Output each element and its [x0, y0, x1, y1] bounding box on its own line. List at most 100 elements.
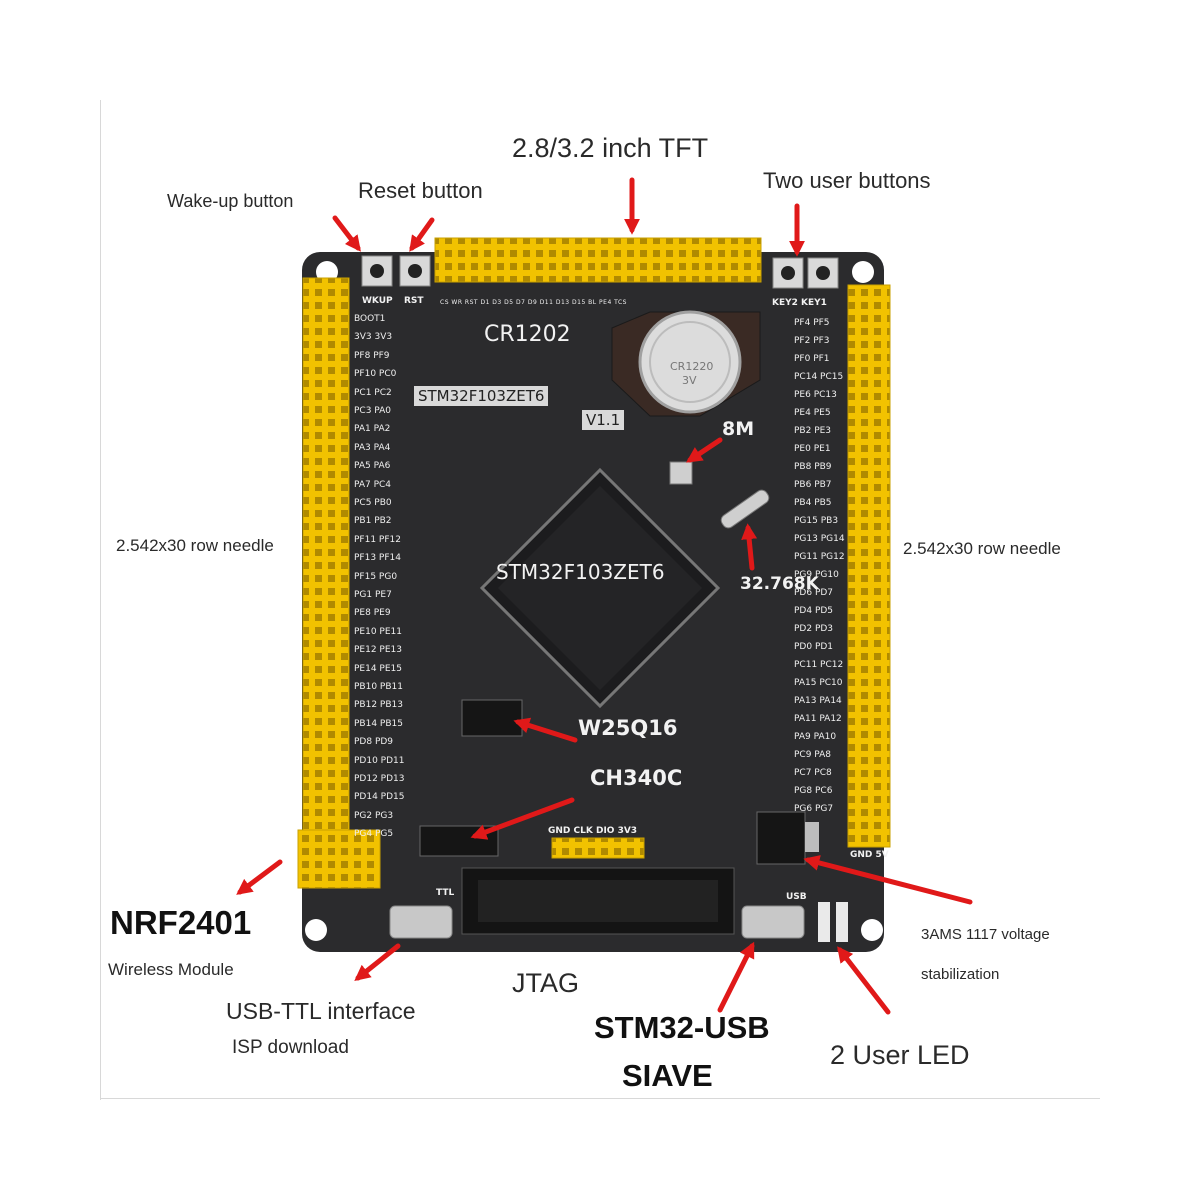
pin-label: PF2 PF3: [794, 336, 830, 346]
ams-label-1: 3AMS 1117 voltage: [921, 926, 1050, 943]
crystal-32k-part: [720, 489, 770, 529]
cr1202-label: CR1202: [484, 322, 571, 347]
silk-key: KEY2 KEY1: [772, 298, 827, 308]
pin-label: PB8 PB9: [794, 462, 832, 472]
silk-wkup: WKUP: [362, 296, 393, 306]
pin-label: PE4 PE5: [794, 408, 831, 418]
user-led-1: [818, 902, 830, 942]
main-mcu-chip: [479, 467, 721, 709]
crystal-8m-label: 8M: [722, 418, 755, 440]
nrf-label: NRF2401: [110, 904, 252, 941]
usb-slave-port: [741, 905, 805, 939]
usb-ttl-port: [389, 905, 453, 939]
frame-left-line: [100, 100, 101, 1100]
pin-label: PC7 PC8: [794, 768, 832, 778]
pin-label: PA11 PA12: [794, 714, 842, 724]
pin-label: PE14 PE15: [354, 663, 402, 674]
usb-ttl-label: USB-TTL interface: [226, 998, 416, 1024]
pin-label: PA13 PA14: [794, 696, 842, 706]
frame-bottom-line: [100, 1098, 1100, 1099]
stm-usb-label-1: STM32-USB: [594, 1010, 770, 1045]
key1-button-part: [807, 257, 839, 289]
battery-text: CR1220: [670, 360, 714, 373]
nrf-header: [297, 829, 381, 889]
flash-chip-part: [461, 699, 523, 737]
pin-label: PG1 PE7: [354, 590, 392, 600]
wakeup-button-part: [361, 255, 393, 287]
row-right-label: 2.542x30 row needle: [903, 539, 1061, 558]
pin-label: BOOT1: [354, 314, 386, 324]
pin-label: PD4 PD5: [794, 606, 834, 616]
pin-label: PE8 PE9: [354, 608, 391, 619]
pin-label: PB10 PB11: [354, 682, 403, 692]
wakeup-label: Wake-up button: [167, 191, 294, 211]
jtag-label: JTAG: [512, 968, 579, 998]
pin-label: PG15 PB3: [794, 516, 839, 526]
pin-label: PD14 PD15: [354, 792, 405, 803]
silk-swd: GND CLK DIO 3V3: [548, 826, 638, 836]
pin-label: PF11 PF12: [354, 534, 401, 545]
stm-usb-label-2: SIAVE: [622, 1058, 713, 1093]
pin-label: PG8 PC6: [794, 786, 833, 796]
crystal-8m-part: [669, 461, 693, 485]
left-pin-header: [302, 277, 350, 839]
pin-label: PE12 PE13: [354, 645, 402, 656]
pin-label: PC9 PA8: [794, 750, 832, 760]
pin-label: PF13 PF14: [354, 553, 401, 564]
annotation-arrows: [236, 177, 973, 1015]
pin-label: PF15 PG0: [354, 571, 398, 582]
pin-label: PA5 PA6: [354, 461, 391, 472]
pin-label: PA7 PC4: [354, 479, 392, 490]
wireless-label: Wireless Module: [108, 960, 234, 979]
reset-button-part: [399, 255, 431, 287]
pin-label: PA3 PA4: [354, 442, 391, 453]
pin-label: PE0 PE1: [794, 444, 831, 454]
pin-label: 3V3 3V3: [354, 332, 393, 343]
usb-chip-label: CH340C: [590, 766, 683, 790]
pin-label: PA9 PA10: [794, 732, 837, 742]
pin-label: PB4 PB5: [794, 498, 832, 508]
tft-label: 2.8/3.2 inch TFT: [512, 133, 709, 163]
tft-pin-labels: CS WR RST D1 D3 D5 D7 D9 D11 D13 D15 BL …: [440, 299, 627, 306]
key2-button-part: [772, 257, 804, 289]
pin-label: PG13 PG14: [794, 534, 845, 544]
user-led-2: [836, 902, 848, 942]
pin-label: PD12 PD13: [354, 774, 405, 784]
crystal-32k-label: 32.768K: [740, 574, 819, 594]
pin-label: PG9 PG10: [794, 570, 839, 580]
main-chip-label: STM32F103ZET6: [496, 560, 665, 584]
right-pin-header: [847, 284, 891, 848]
pin-label: PE6 PC13: [794, 390, 837, 400]
regulator-part: [756, 811, 806, 865]
pin-label: PD2 PD3: [794, 624, 834, 634]
pin-label: PC14 PC15: [794, 372, 844, 382]
silk-usb: USB: [786, 892, 807, 902]
pin-label: PF0 PF1: [794, 354, 830, 364]
silk-rst: RST: [404, 296, 424, 306]
pin-label: PD0 PD1: [794, 642, 834, 652]
jtag-connector: [461, 867, 735, 935]
pin-label: PD6 PD7: [794, 588, 834, 598]
pin-label: PF10 PC0: [354, 369, 397, 380]
pin-label: PC5 PB0: [354, 498, 392, 508]
pin-label: PF8 PF9: [354, 350, 390, 361]
swd-header: [551, 837, 645, 859]
pin-label: PG6 PG7: [794, 804, 834, 814]
pin-label: PA15 PC10: [794, 678, 843, 688]
row-left-label: 2.542x30 row needle: [116, 536, 274, 555]
chip-label-top: STM32F103ZET6: [414, 386, 549, 406]
pin-label: PG11 PG12: [794, 552, 845, 562]
pin-label: PB2 PE3: [794, 426, 832, 436]
pin-label: PE10 PE11: [354, 626, 402, 637]
ams-label-2: stabilization: [921, 966, 1000, 983]
pin-label: PB6 PB7: [794, 480, 832, 490]
flash-label: W25Q16: [578, 716, 678, 740]
tft-header: [434, 237, 762, 283]
reset-label: Reset button: [358, 178, 483, 203]
battery-voltage-text: 3V: [682, 374, 697, 387]
pin-label: PC3 PA0: [354, 406, 392, 416]
pin-label: PB14 PB15: [354, 718, 403, 729]
battery-holder: [611, 310, 761, 417]
pin-label: PD10 PD11: [354, 755, 405, 766]
